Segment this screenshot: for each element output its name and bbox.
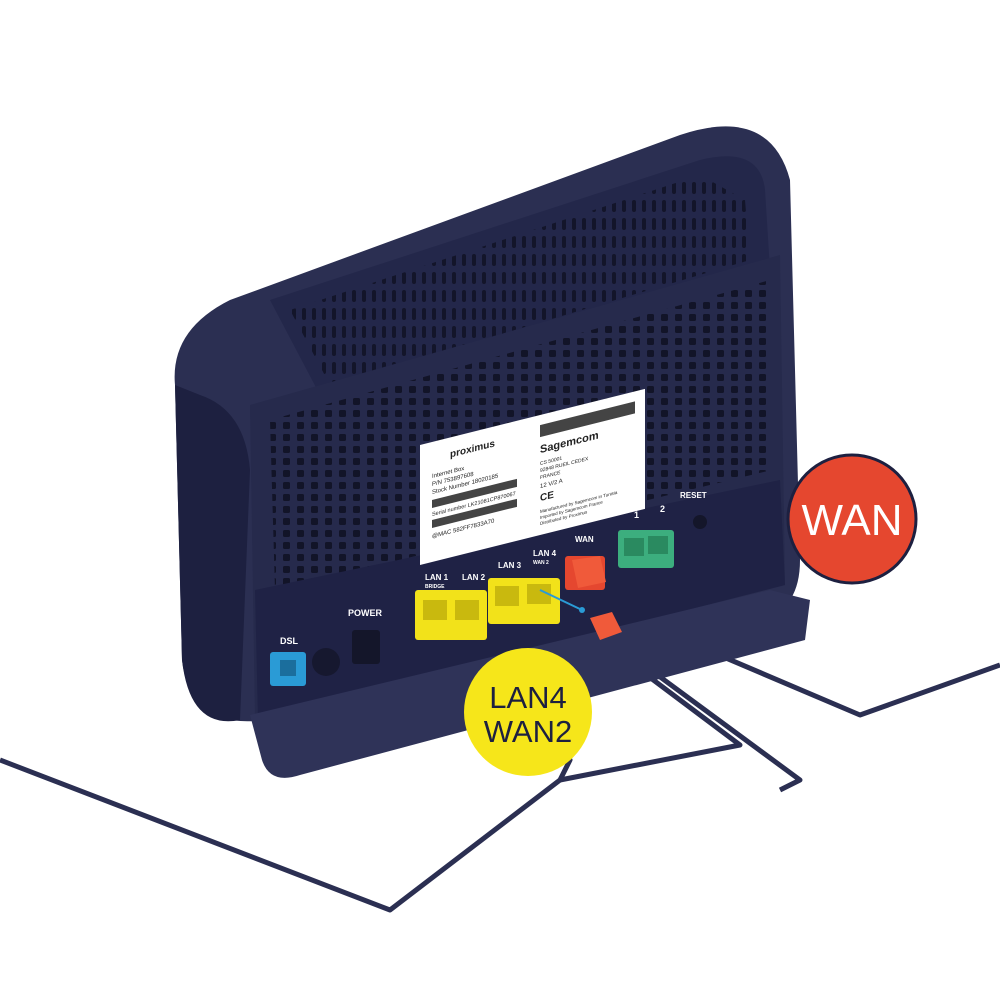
device-sticker: proximus Internet Box P/N 753897608 Stoc…: [420, 388, 645, 565]
sticker-background: [420, 388, 645, 565]
reset-label: RESET: [680, 491, 707, 500]
wan-plug: [572, 556, 606, 588]
wan-callout-text: WAN: [801, 496, 902, 545]
power-jack: [312, 648, 340, 676]
lan4-callout-line2: WAN2: [484, 714, 572, 749]
lan4-callout-line1: LAN4: [489, 680, 567, 715]
dsl-label: DSL: [280, 636, 299, 646]
wan-callout-badge: [786, 453, 918, 585]
sticker-barcode-2: [432, 498, 517, 529]
loose-lan-plug: [590, 612, 622, 640]
power-plug: [352, 630, 380, 664]
phone1-label: 1: [634, 510, 639, 520]
wan-label: WAN: [575, 535, 594, 544]
wan-callout: WAN: [786, 453, 918, 585]
lan4-wan2-callout: LAN4 WAN2: [464, 648, 592, 776]
lan2-label: LAN 2: [462, 573, 486, 582]
lan4-label: LAN 4: [533, 549, 557, 558]
sticker-addr1: CS 50001: [540, 456, 562, 467]
router-side: [175, 385, 250, 722]
lan4-callout-badge: [464, 648, 592, 776]
lan3-label: LAN 3: [498, 561, 522, 570]
phone2-label: 2: [660, 504, 665, 514]
lan4-sub-label: WAN 2: [533, 560, 549, 566]
lan-cable: [608, 637, 803, 793]
sticker-addr3: FRANCE: [540, 470, 561, 481]
sticker-barcode-3: [540, 401, 635, 438]
power-label: POWER: [348, 608, 383, 618]
sticker-barcode-1: [432, 478, 517, 509]
sticker-ce: CE: [540, 490, 554, 504]
port-panel: DSL POWER LAN 1 BRIDGE LAN 2 LAN 3 LAN 4…: [270, 491, 707, 686]
lan1-sub-label: BRIDGE: [425, 584, 445, 590]
lan4-pointer-line: [539, 589, 583, 611]
reset-button: [693, 515, 707, 529]
lan1-label: LAN 1: [425, 573, 449, 582]
